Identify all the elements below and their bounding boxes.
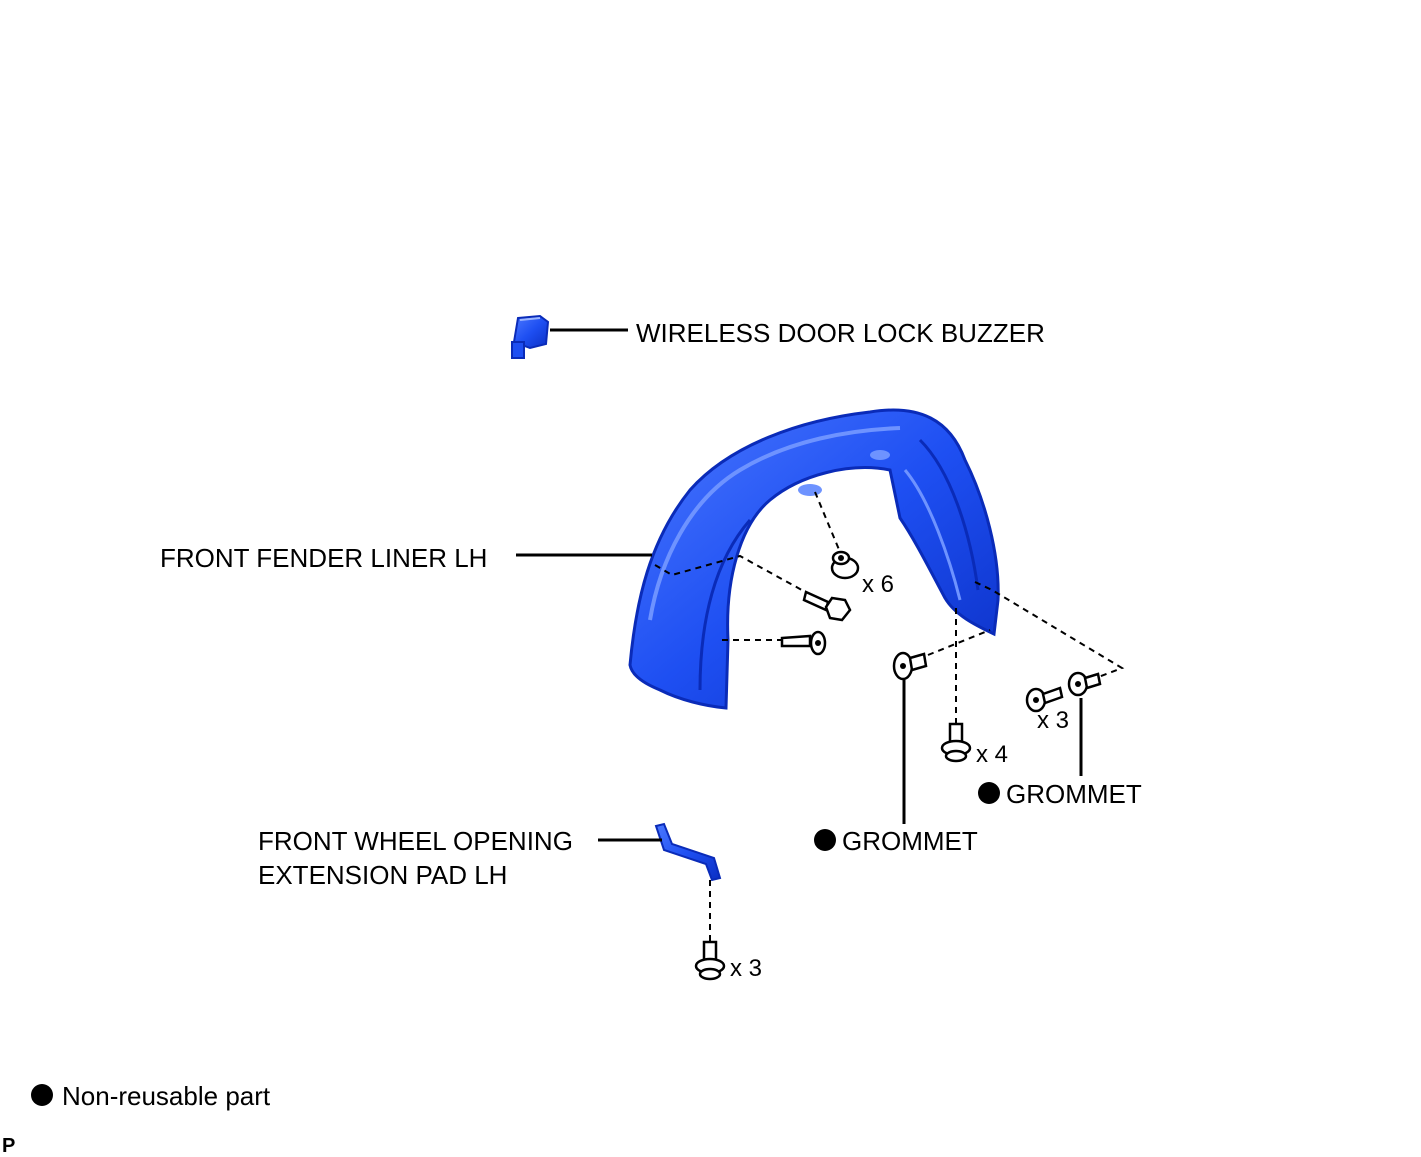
bolt-quantity: x 4: [976, 741, 1008, 768]
pad-screw-quantity: x 3: [730, 955, 762, 982]
legend-text: Non-reusable part: [62, 1081, 271, 1111]
flange-bolt-icon: [940, 722, 972, 763]
right-screw-quantity: x 3: [1037, 707, 1069, 734]
hex-bolt-icon: [802, 590, 852, 622]
grommet-left-label: GROMMET: [842, 826, 978, 856]
grommet-right-label: GROMMET: [1006, 779, 1142, 809]
clip-quantity: x 6: [862, 571, 894, 598]
wireless-door-lock-buzzer-part: [511, 314, 550, 359]
buzzer-label: WIRELESS DOOR LOCK BUZZER: [636, 318, 1045, 348]
side-screw-icon: [780, 630, 827, 656]
grommet-dashline: [927, 629, 991, 656]
liner-label: FRONT FENDER LINER LH: [160, 543, 487, 573]
grommet-right-nonreusable-icon: [978, 782, 1000, 804]
liner-clip-dashline: [654, 554, 821, 601]
front-fender-liner-part: [628, 408, 1000, 710]
right-grommet-icon: [1067, 671, 1102, 697]
right-screw-icon: [1025, 686, 1064, 713]
pad-label-line2: EXTENSION PAD LH: [258, 860, 507, 890]
extension-pad-part: [654, 822, 722, 882]
top-clip-dashline: [814, 491, 841, 553]
clip-fastener-icon: [830, 550, 860, 580]
grommet-fastener-icon: [892, 651, 928, 681]
footer-code: P: [2, 1135, 15, 1157]
pad-screw-icon: [694, 940, 726, 981]
legend-nonreusable-icon: [31, 1084, 53, 1106]
grommet-left-nonreusable-icon: [814, 829, 836, 851]
pad-label-line1: FRONT WHEEL OPENING: [258, 826, 573, 856]
